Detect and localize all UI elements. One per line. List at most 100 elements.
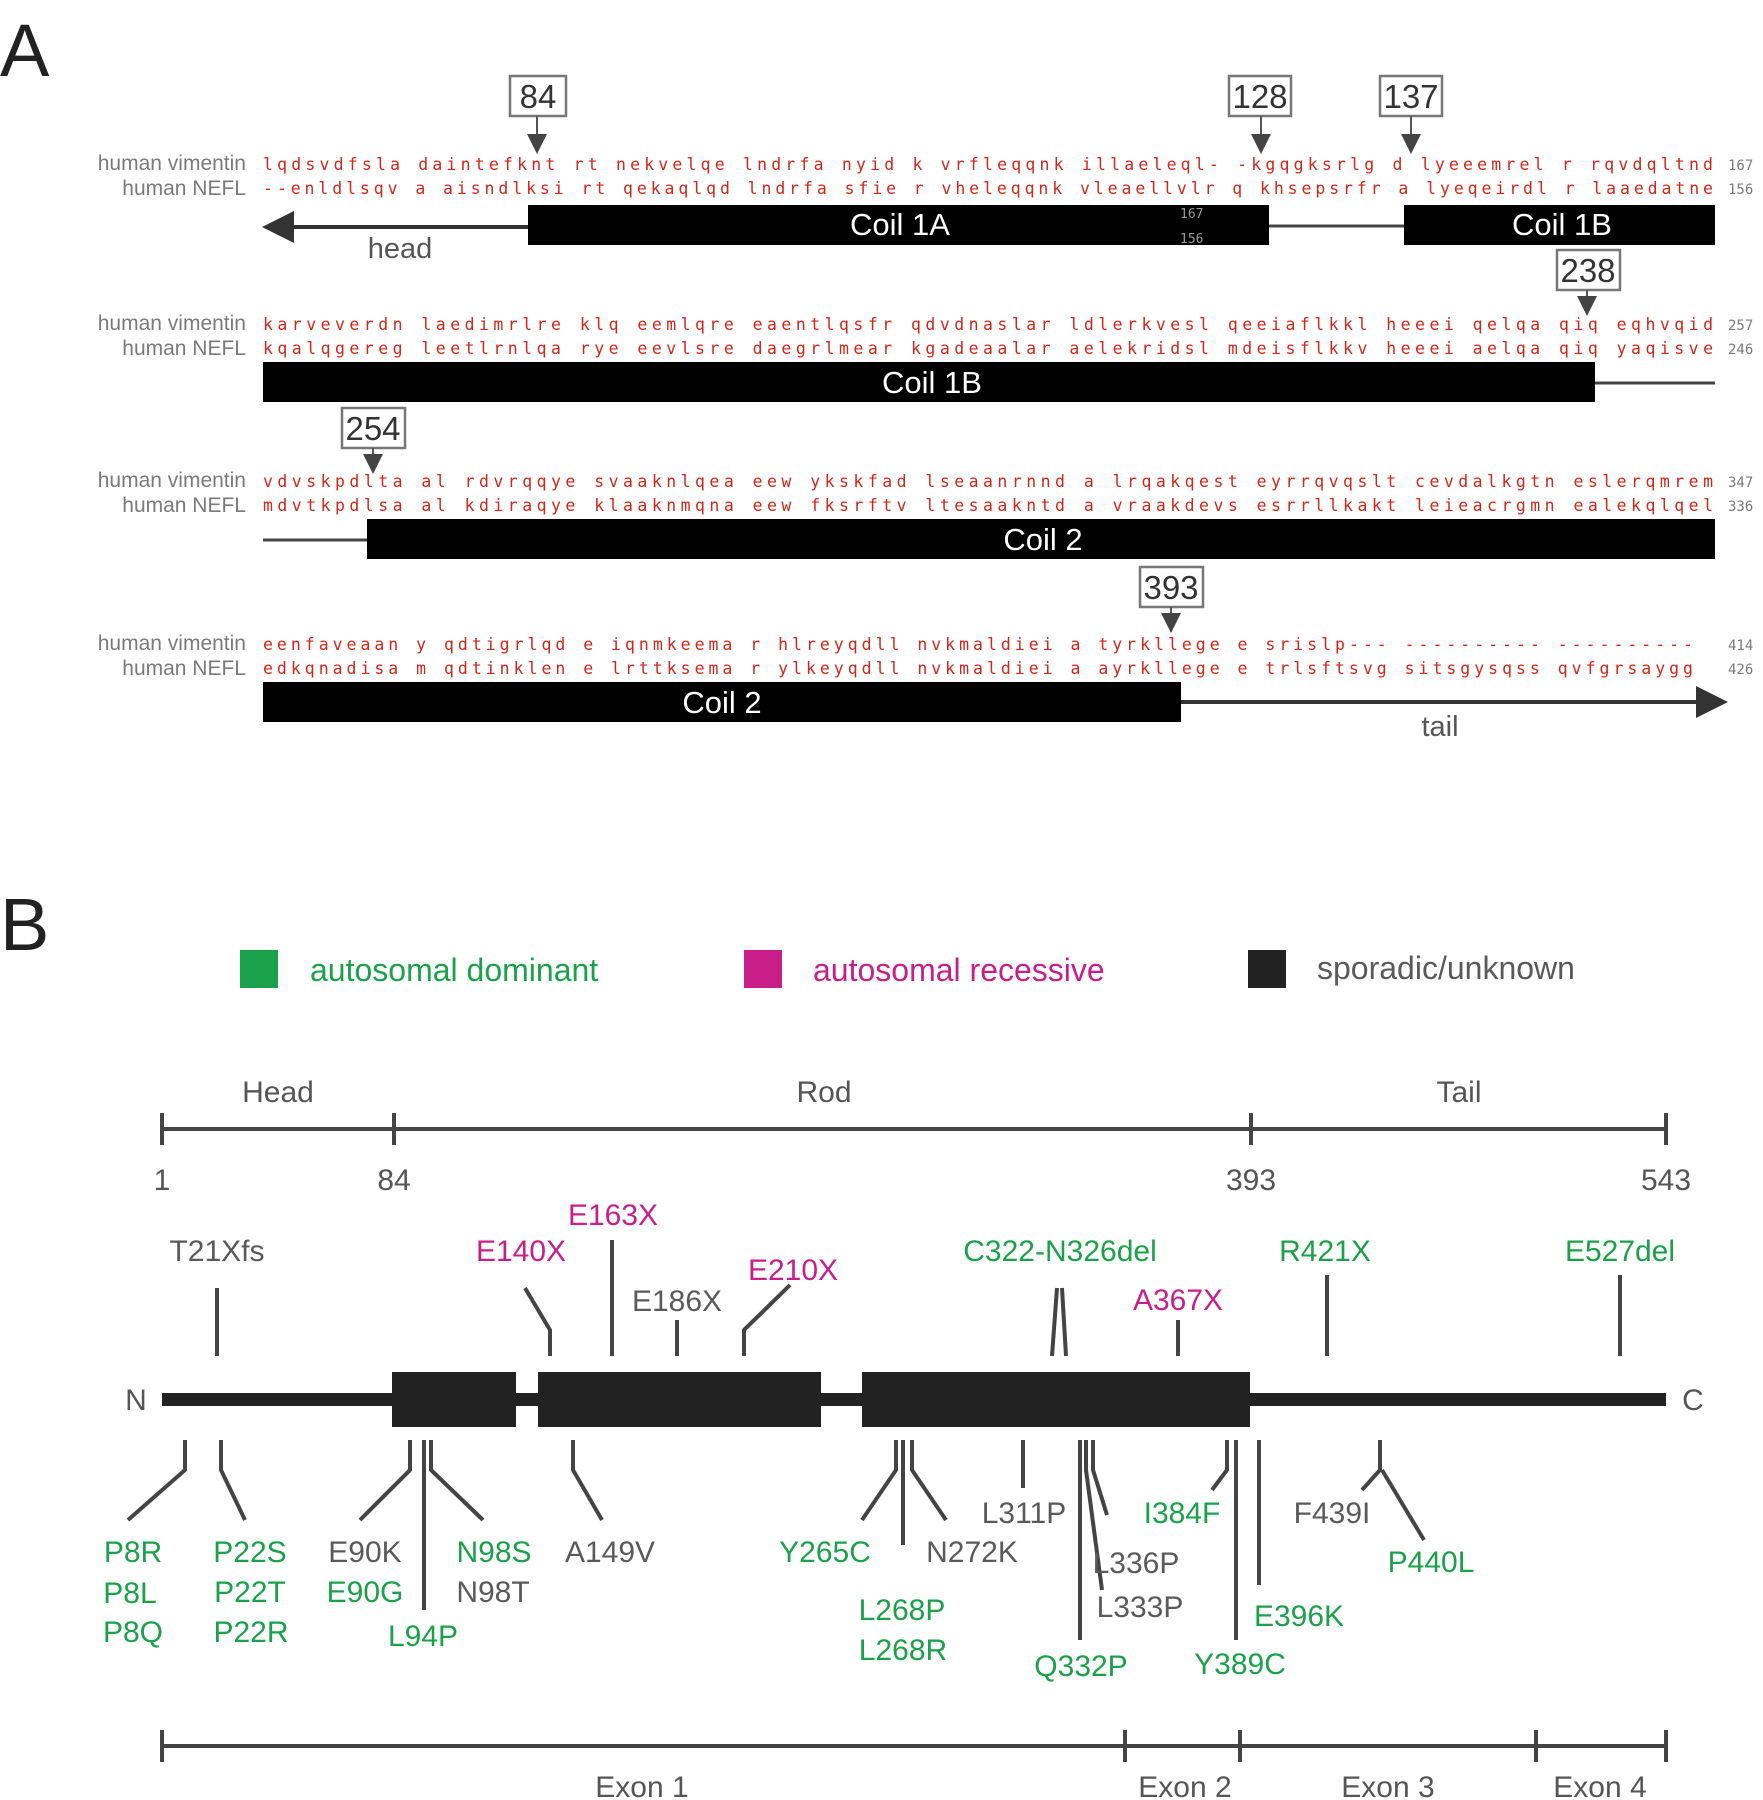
- domain-rod: Rod: [796, 1076, 851, 1109]
- nefl-end-row-1: 156: [1728, 182, 1753, 198]
- marker-84: 84: [508, 74, 568, 154]
- mutation-L336P: L336P: [1093, 1547, 1180, 1580]
- vimentin-end-row-1: 167: [1728, 158, 1753, 174]
- coil-2-bar-row4: [263, 682, 1181, 722]
- seqname-nefl-1: human NEFL: [122, 177, 246, 200]
- mutation-I384F: I384F: [1144, 1497, 1221, 1530]
- ghost-number-2: 156: [1180, 232, 1203, 247]
- marker-128: 128: [1227, 74, 1293, 154]
- marker-84-label: 84: [520, 78, 557, 115]
- vimentin-end-row-3: 347: [1728, 475, 1753, 491]
- domain-head: Head: [242, 1076, 314, 1109]
- nefl-end-row-4: 426: [1728, 662, 1753, 678]
- mutation-P8R: P8R: [104, 1536, 162, 1569]
- mutation-N98S: N98S: [456, 1536, 531, 1569]
- exon-axis: [160, 1730, 1668, 1762]
- mutation-T21Xfs: T21Xfs: [169, 1235, 264, 1268]
- mutation-P22R: P22R: [213, 1616, 288, 1649]
- exon-2: Exon 2: [1138, 1771, 1231, 1800]
- mutation-E90K: E90K: [328, 1536, 401, 1569]
- panel-b-letter: B: [0, 883, 49, 966]
- position-393: 393: [1226, 1164, 1276, 1197]
- marker-393: 393: [1138, 565, 1205, 633]
- seqname-vimentin-4: human vimentin: [98, 632, 246, 655]
- ghost-number-1: 167: [1180, 207, 1203, 222]
- coil-2-label-row4: Coil 2: [682, 685, 761, 720]
- mutation-Y389C: Y389C: [1194, 1648, 1286, 1681]
- mutation-A367X: A367X: [1133, 1284, 1223, 1317]
- mutation-L268P: L268P: [859, 1594, 946, 1627]
- marker-238: 238: [1555, 248, 1622, 316]
- mutation-L333P: L333P: [1097, 1591, 1184, 1624]
- protein-schematic: [162, 1372, 1666, 1427]
- position-543: 543: [1641, 1164, 1691, 1197]
- coil-2-bar-row3-b: [714, 519, 1715, 559]
- mutation-N272K: N272K: [926, 1536, 1018, 1569]
- marker-393-label: 393: [1143, 569, 1198, 606]
- marker-128-label: 128: [1232, 78, 1287, 115]
- mutation-E140X: E140X: [476, 1235, 566, 1268]
- n-terminus: N: [125, 1384, 147, 1417]
- c-terminus: C: [1682, 1384, 1704, 1417]
- vimentin-seq-row-2: karveverdn laedimrlre klq eemlqre eaentl…: [263, 315, 1713, 334]
- seqname-nefl-3: human NEFL: [122, 494, 246, 517]
- mutation-E527del: E527del: [1565, 1235, 1675, 1268]
- mutation-F439I: F439I: [1294, 1497, 1371, 1530]
- mutation-E396K: E396K: [1254, 1600, 1344, 1633]
- exon-1: Exon 1: [595, 1771, 688, 1800]
- seqname-nefl-2: human NEFL: [122, 337, 246, 360]
- seqname-vimentin-2: human vimentin: [98, 312, 246, 335]
- coil-1b-bar-row2: [263, 362, 1595, 402]
- mutation-R421X: R421X: [1279, 1235, 1371, 1268]
- marker-254-label: 254: [345, 410, 400, 447]
- coil-1b-label-row1: Coil 1B: [1512, 207, 1612, 242]
- seqname-vimentin-3: human vimentin: [98, 469, 246, 492]
- coil-1b-bar-row1: [1404, 205, 1715, 245]
- tail-label: tail: [1421, 711, 1458, 743]
- mutation-L268R: L268R: [859, 1634, 947, 1667]
- vimentin-seq-row-4: eenfaveaan y qdtigrlqd e iqnmkeema r hlr…: [263, 635, 1693, 654]
- mutation-N98T: N98T: [456, 1576, 529, 1609]
- coil-1a-bar: [528, 205, 1269, 245]
- legend-dominant: autosomal dominant: [310, 952, 598, 988]
- exon-4: Exon 4: [1553, 1771, 1646, 1800]
- bottom-mutation-lines: [126, 1440, 1426, 1640]
- coil-1a-label: Coil 1A: [850, 207, 950, 242]
- legend-recessive: autosomal recessive: [813, 952, 1105, 988]
- top-mutation-lines: [215, 1240, 1622, 1357]
- panel-a-letter: A: [0, 9, 50, 92]
- vimentin-end-row-2: 257: [1728, 318, 1753, 334]
- nefl-end-row-2: 246: [1728, 342, 1753, 358]
- nefl-seq-row-4: edkqnadisa m qdtinklen e lrttksema r ylk…: [263, 659, 1693, 678]
- position-1: 1: [154, 1164, 171, 1197]
- coil-1b-label-row2: Coil 1B: [882, 365, 982, 400]
- mutation-E186X: E186X: [632, 1285, 722, 1318]
- marker-137: 137: [1378, 74, 1444, 154]
- vimentin-seq-row-3: vdvskpdlta al rdvrqqye svaaknlqea eew yk…: [263, 472, 1713, 491]
- mutation-P440L: P440L: [1388, 1546, 1475, 1579]
- mutation-Y265C: Y265C: [779, 1536, 871, 1569]
- coil-2-label-row3: Coil 2: [1003, 522, 1082, 557]
- coil-2-bar-row3: [367, 519, 715, 559]
- exon-3: Exon 3: [1341, 1771, 1434, 1800]
- mutation-L94P: L94P: [388, 1620, 458, 1653]
- seqname-nefl-4: human NEFL: [122, 657, 246, 680]
- mutation-E210X: E210X: [748, 1254, 838, 1287]
- legend-sporadic: sporadic/unknown: [1317, 950, 1575, 986]
- nefl-seq-row-3: mdvtkpdlsa al kdiraqye klaaknmqna eew fk…: [263, 496, 1713, 515]
- head-label: head: [368, 233, 433, 265]
- domain-axis: [160, 1113, 1668, 1145]
- marker-238-label: 238: [1560, 252, 1615, 289]
- mutation-A149V: A149V: [565, 1536, 655, 1569]
- marker-254: 254: [340, 406, 407, 474]
- domain-tail: Tail: [1436, 1076, 1481, 1109]
- legend-swatch-dominant: [240, 950, 278, 988]
- position-84: 84: [377, 1164, 410, 1197]
- nefl-seq-row-1: --enldlsqv a aisndlksi rt qekaqlqd lndrf…: [263, 179, 1713, 198]
- mutation-E163X: E163X: [568, 1199, 658, 1232]
- nefl-seq-row-2: kqalqgereg leetlrnlqa rye eevlsre daegrl…: [263, 339, 1713, 358]
- mutation-E90G: E90G: [327, 1576, 404, 1609]
- vimentin-seq-row-1: lqdsvdfsla daintefknt rt nekvelqe lndrfa…: [263, 155, 1713, 174]
- mutation-L311P: L311P: [982, 1497, 1067, 1530]
